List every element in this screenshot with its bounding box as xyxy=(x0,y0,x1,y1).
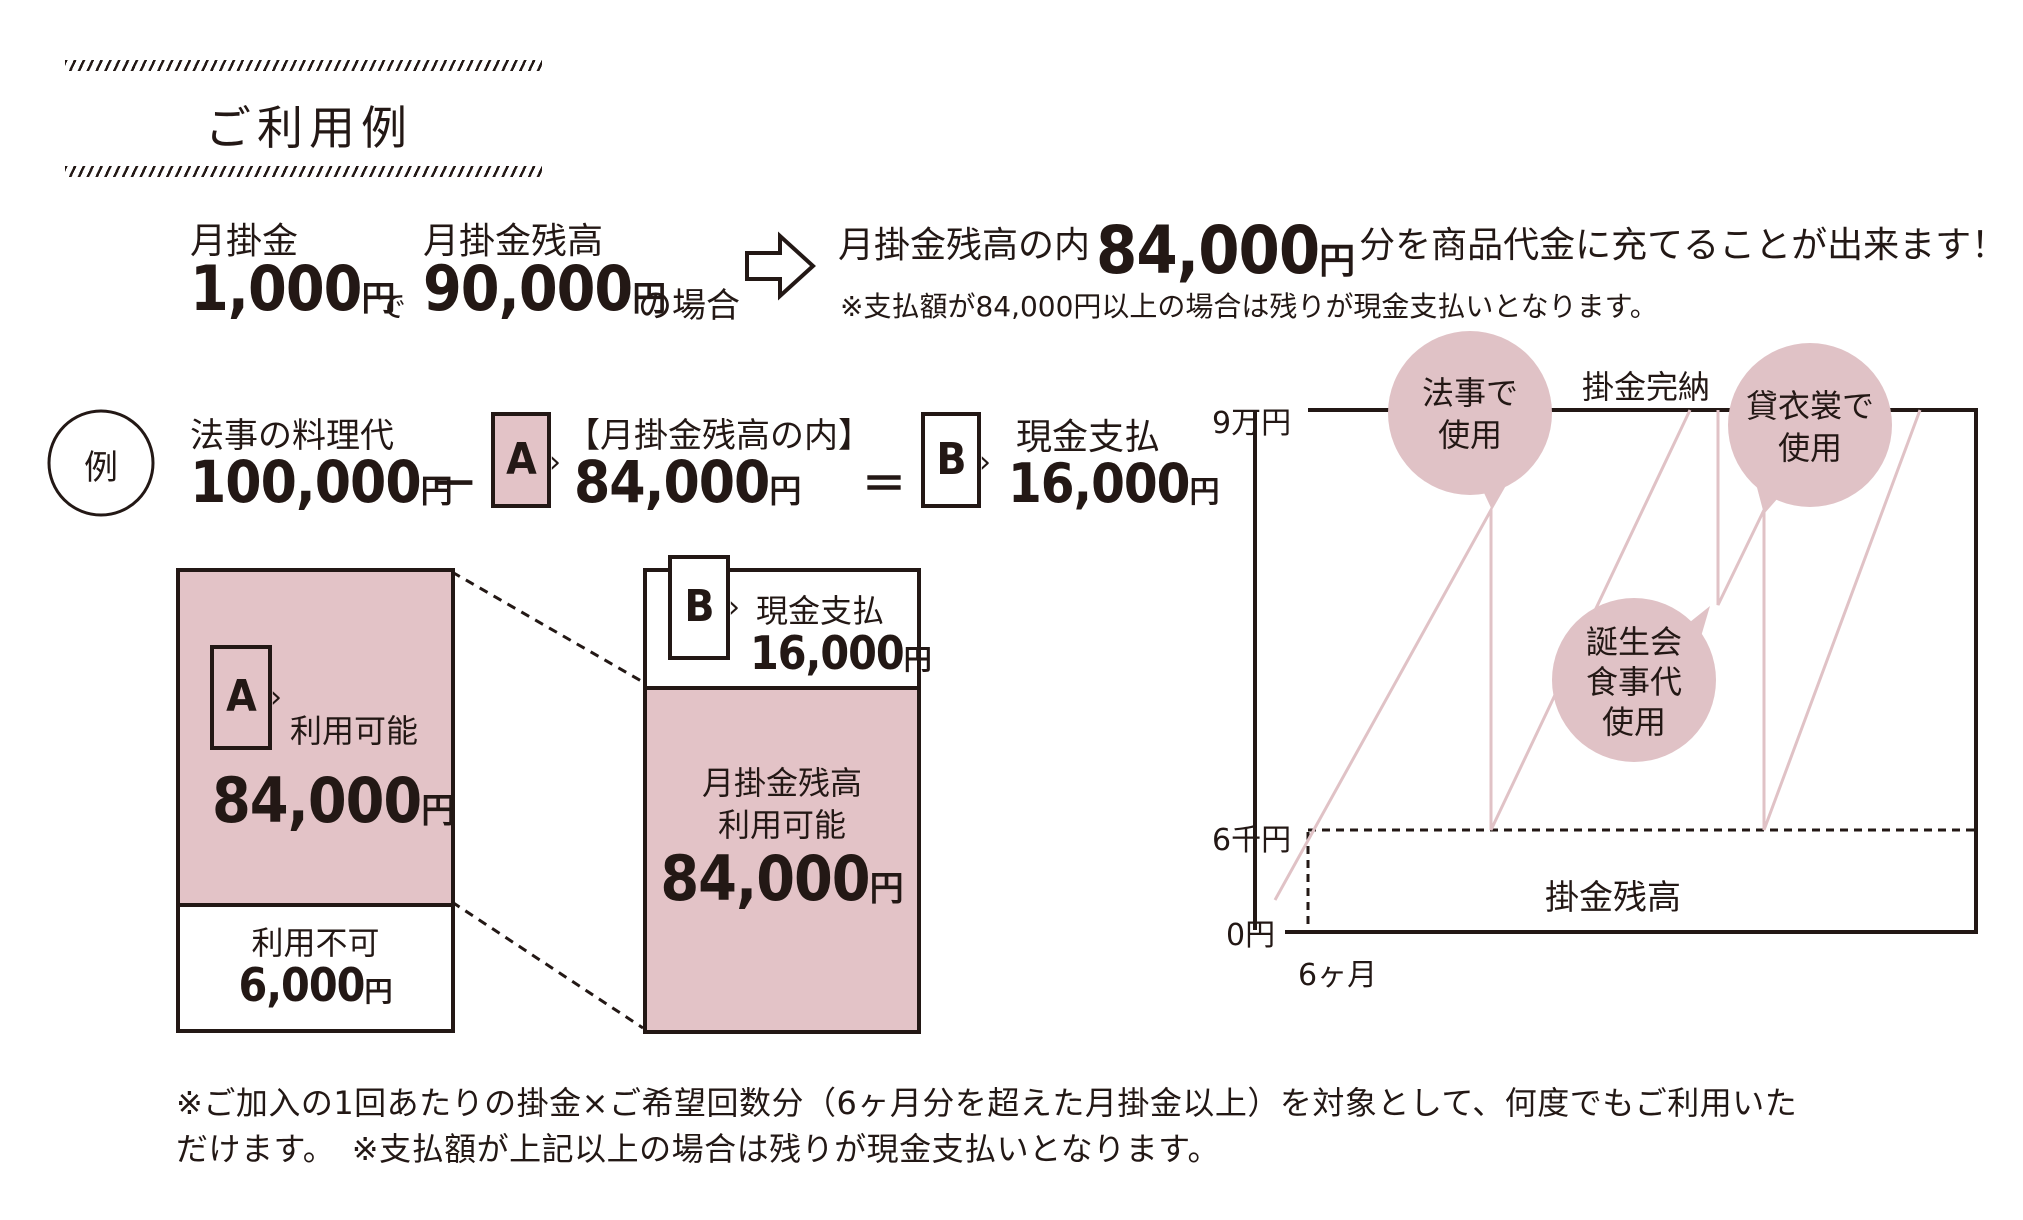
yen-unit: 円 xyxy=(1189,475,1220,510)
right-b-tag: B xyxy=(668,555,730,660)
bubble-memorial-tail xyxy=(1478,480,1508,510)
b-tag: B xyxy=(921,412,981,508)
connector-line-bottom xyxy=(451,900,644,1030)
a-amount: 84,000円 xyxy=(574,448,801,516)
example-badge-circle xyxy=(47,409,155,517)
bubble-memorial-line1: 法事で xyxy=(1421,374,1518,412)
result-amount: 84,000 xyxy=(1096,212,1320,289)
result-line: 月掛金残高の内84,000円分を商品代金に充てることが出来ます！ xyxy=(838,212,2007,289)
bubble-memorial-text: 法事で 使用 xyxy=(1388,372,1552,456)
bubble-rental-text: 貸衣裳で 使用 xyxy=(1728,385,1892,469)
b-tag-letter: B xyxy=(936,434,966,485)
a-amount-value: 84,000 xyxy=(574,448,770,516)
balance-amount: 90,000円 xyxy=(423,252,666,325)
right-balance-label-1: 月掛金残高 xyxy=(701,764,862,802)
footnote-line-1: ※ご加入の1回あたりの掛金×ご希望回数分（6ヶ月分を超えた月掛金以上）を対象とし… xyxy=(176,1084,1798,1122)
footnote-line-2: だけます。 ※支払額が上記以上の場合は残りが現金支払いとなります。 xyxy=(176,1130,1220,1168)
bubble-rental-line1: 貸衣裳で xyxy=(1745,387,1874,425)
left-unavailable-amount: 6,000円 xyxy=(176,958,455,1012)
yen-unit: 円 xyxy=(421,791,456,831)
bubble-rental xyxy=(1728,343,1892,507)
yen-unit: 円 xyxy=(903,643,932,676)
right-cash-amount: 16,000円 xyxy=(750,626,932,680)
intro-note: ※支払額が84,000円以上の場合は残りが現金支払いとなります。 xyxy=(840,290,1658,323)
result-prefix: 月掛金残高の内 xyxy=(838,225,1091,266)
right-b-tag-notch: › xyxy=(728,590,740,625)
yen-unit: 円 xyxy=(420,472,453,510)
b-label: 現金支払 xyxy=(1016,417,1161,458)
header-bottom-rule xyxy=(65,166,542,177)
a-tag: A xyxy=(491,412,551,508)
item-amount: 100,000円 xyxy=(190,448,453,516)
left-available-amount-value: 84,000 xyxy=(212,764,422,837)
right-b-tag-letter: B xyxy=(684,581,714,632)
b-tag-notch: › xyxy=(979,445,991,480)
yen-unit: 円 xyxy=(769,472,802,510)
left-available-label: 利用可能 xyxy=(290,712,419,750)
a-tag-letter: A xyxy=(506,434,537,485)
bubble-birthday-line3: 使用 xyxy=(1601,703,1666,741)
left-a-tag-letter: A xyxy=(226,671,257,722)
minus-sign: － xyxy=(432,457,478,511)
balance-amount-value: 90,000 xyxy=(423,252,633,325)
right-balance-amount-value: 84,000 xyxy=(660,842,870,915)
monthly-amount-value: 1,000 xyxy=(190,252,362,325)
section-title: ご利用例 xyxy=(205,101,413,155)
yen-unit: 円 xyxy=(364,975,393,1008)
bubble-birthday xyxy=(1552,598,1716,762)
a-label: 【月掛金残高の内】 xyxy=(566,416,872,456)
yen-unit: 円 xyxy=(869,869,904,909)
a-tag-notch: › xyxy=(549,445,561,480)
left-a-tag-notch: › xyxy=(270,680,282,715)
yen-unit: 円 xyxy=(361,279,396,319)
header-top-rule xyxy=(65,60,542,71)
yen-unit: 円 xyxy=(1319,241,1356,282)
left-unavailable-amount-value: 6,000 xyxy=(238,958,366,1012)
right-bar-balance xyxy=(643,686,921,1034)
graph-y-top-label: 9万円 xyxy=(1212,406,1292,441)
left-a-tag: A xyxy=(210,645,272,750)
graph-y-mid-label: 6千円 xyxy=(1212,823,1292,858)
right-balance-amount: 84,000円 xyxy=(643,842,921,915)
monthly-label: 月掛金 xyxy=(190,221,299,262)
right-balance-label-2: 利用可能 xyxy=(717,806,846,844)
bubble-birthday-line1: 誕生会 xyxy=(1585,623,1682,661)
bubble-birthday-text: 誕生会 食事代 使用 xyxy=(1552,622,1716,742)
left-bar-unavailable xyxy=(176,903,455,1033)
bubble-memorial xyxy=(1388,331,1552,495)
bubble-birthday-line2: 食事代 xyxy=(1585,663,1682,701)
case-suffix: の場合 xyxy=(638,286,740,326)
b-amount: 16,000円 xyxy=(1008,452,1219,515)
left-unavailable-label: 利用不可 xyxy=(251,924,380,962)
bubble-birthday-tail xyxy=(1690,606,1710,640)
equals-sign: ＝ xyxy=(862,459,906,510)
right-cash-amount-value: 16,000 xyxy=(750,626,905,680)
bubble-memorial-line2: 使用 xyxy=(1437,416,1502,454)
left-available-amount: 84,000円 xyxy=(212,764,455,837)
bubble-rental-tail xyxy=(1755,480,1778,514)
de-particle: で xyxy=(376,290,406,325)
balance-label: 月掛金残高 xyxy=(423,221,604,262)
graph-y-bottom-label: 0円 xyxy=(1226,918,1276,953)
b-amount-value: 16,000 xyxy=(1008,452,1190,515)
right-cash-label: 現金支払 xyxy=(756,592,885,630)
example-badge-text: 例 xyxy=(84,448,118,488)
result-suffix: 分を商品代金に充てることが出来ます！ xyxy=(1359,225,2008,266)
yen-unit: 円 xyxy=(632,279,667,319)
bubble-rental-line2: 使用 xyxy=(1777,429,1842,467)
connector-line-top xyxy=(451,570,644,684)
item-amount-value: 100,000 xyxy=(190,448,422,516)
item-label: 法事の料理代 xyxy=(190,416,394,456)
graph-balance-area-label: 掛金残高 xyxy=(1545,878,1681,918)
right-arrow-icon xyxy=(745,231,816,301)
monthly-amount: 1,000円 xyxy=(190,252,395,325)
graph-complete-label: 掛金完納 xyxy=(1582,368,1711,406)
graph-x-label: 6ヶ月 xyxy=(1298,958,1378,993)
